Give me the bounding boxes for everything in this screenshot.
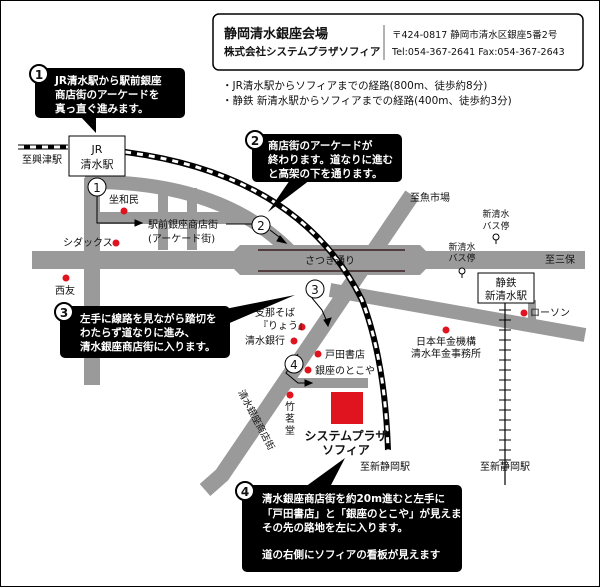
company-name: 株式会社システムプラザソフィア <box>224 45 381 58</box>
jr-railway <box>18 144 391 451</box>
svg-text:新清水: 新清水 <box>448 241 475 253</box>
landmark-toda-shoten: 戸田書店 <box>325 348 365 361</box>
jr-shimizu-station: JR 清水駅 <box>68 135 126 177</box>
landmark-seiyu: 西友 <box>55 284 75 297</box>
label-to-shinshizuoka: 至新静岡駅 <box>360 460 410 473</box>
callout-1: 1 JR清水駅から駅前銀座 商店街のアーケードを 真っ直ぐ進みます。 <box>29 64 185 133</box>
label-arcade-sub: (アーケード街) <box>148 232 215 245</box>
label-arcade: 駅前銀座商店街 <box>148 218 218 231</box>
svg-text:左手に線路を見ながら踏切を: 左手に線路を見ながら踏切を <box>79 312 217 325</box>
svg-text:堂: 堂 <box>285 425 295 437</box>
route-shizutetsu: ・静鉄 新清水駅からソフィアまでの経路(400m、徒歩約3分) <box>222 94 512 107</box>
callout-4: 4 清水銀座商店街を約20m進むと左手に 「戸田書店」と「銀座のとこや」が見えま… <box>235 458 481 572</box>
svg-text:静鉄: 静鉄 <box>496 276 517 289</box>
shizutetsu-shinshimizu-station: 静鉄 新清水駅 <box>477 272 535 304</box>
svg-text:終わります。道なりに進む: 終わります。道なりに進む <box>268 153 393 166</box>
svg-text:JR: JR <box>91 143 103 156</box>
label-to-uoichiba: 至魚市場 <box>410 191 450 204</box>
landmark-chikumeido: 竹 茗 堂 <box>285 400 295 437</box>
svg-text:清水銀座商店街を約20m進むと左手に: 清水銀座商店街を約20m進むと左手に <box>262 492 445 505</box>
destination-name-sub: ソフィア <box>322 443 370 457</box>
bus-stop-icon <box>458 267 466 275</box>
step-marker-3: 3 <box>305 279 325 299</box>
contact: Tel:054-367-2641 Fax:054-367-2643 <box>391 47 565 58</box>
venue-name: 静岡清水銀座会場 <box>224 26 328 42</box>
callout-2: 2 商店街のアーケードが 終わります。道なりに進む と高架の下を通ります。 <box>245 130 402 212</box>
svg-text:と高架の下を通ります。: と高架の下を通ります。 <box>268 167 382 180</box>
svg-text:商店街のアーケードが: 商店街のアーケードが <box>268 139 373 152</box>
svg-text:道の右側にソフィアの看板が見えます: 道の右側にソフィアの看板が見えます <box>262 548 440 561</box>
svg-text:「戸田書店」と「銀座のとこや」が見えます。: 「戸田書店」と「銀座のとこや」が見えます。 <box>262 507 481 520</box>
svg-text:JR清水駅から駅前銀座: JR清水駅から駅前銀座 <box>54 74 162 87</box>
step-marker-4: 4 <box>284 354 304 374</box>
svg-text:新清水: 新清水 <box>482 208 509 220</box>
svg-text:その先の路地を左に入ります。: その先の路地を左に入ります。 <box>262 521 408 534</box>
bus-stop-2: 新清水 バス停 <box>448 241 476 278</box>
landmark-ryou: 支那そば <box>255 307 295 319</box>
destination-name: システムプラザ <box>305 428 388 443</box>
shizutetsu-railway <box>499 300 511 485</box>
svg-text:バス停: バス停 <box>448 252 475 264</box>
callout-3: 3 左手に線路を見ながら踏切を わたらず道なりに進み、 清水銀座商店街に入ります… <box>54 295 295 358</box>
landmark-ryou-name: 『りょう』 <box>258 320 308 332</box>
bus-stop-1: 新清水 バス停 <box>482 208 510 244</box>
step-marker-1: 1 <box>87 177 107 197</box>
landmark-pension-office: 日本年金機構 <box>416 335 476 348</box>
address: 〒424-0817 静岡市清水区銀座5番2号 <box>392 29 557 41</box>
svg-text:清水銀座商店街に入ります。: 清水銀座商店街に入ります。 <box>80 340 215 353</box>
landmark-bank: 清水銀行 <box>245 334 285 347</box>
label-to-miho: 至三保 <box>545 253 575 266</box>
landmark-pension-office-sub: 清水年金事務所 <box>411 347 481 360</box>
destination-marker <box>331 392 363 424</box>
svg-text:新清水駅: 新清水駅 <box>485 289 527 302</box>
landmark-lawson: ローソン <box>530 308 570 319</box>
svg-text:4: 4 <box>241 485 249 499</box>
label-to-okitsu: 至興津駅 <box>22 154 62 166</box>
road-east <box>328 283 587 342</box>
svg-text:3: 3 <box>60 306 68 320</box>
svg-text:バス停: バス停 <box>482 220 509 232</box>
svg-text:1: 1 <box>35 68 43 82</box>
svg-text:3: 3 <box>311 283 319 297</box>
svg-text:清水駅: 清水駅 <box>81 158 114 171</box>
svg-text:商店街のアーケードを: 商店街のアーケードを <box>55 88 159 101</box>
header-box: 静岡清水銀座会場 株式会社システムプラザソフィア 〒424-0817 静岡市清水… <box>212 13 584 71</box>
svg-text:茗: 茗 <box>285 413 295 425</box>
route-jr: ・JR清水駅からソフィアまでの経路(800m、徒歩約8分) <box>222 79 487 92</box>
label-to-shinshizuoka: 至新静岡駅 <box>480 460 530 473</box>
bus-stop-icon <box>492 233 500 241</box>
label-satsuki-dori: さつき通り <box>305 255 355 267</box>
landmark-ginza-tokoya: 銀座のとこや <box>315 364 375 377</box>
step-marker-2: 2 <box>251 215 271 235</box>
road-satsuki-wide <box>225 245 435 275</box>
svg-text:2: 2 <box>251 134 259 148</box>
svg-text:2: 2 <box>257 219 265 233</box>
landmark-zawamin: 坐和民 <box>109 194 139 206</box>
road-arc <box>84 174 306 267</box>
svg-text:4: 4 <box>290 358 298 372</box>
svg-text:竹: 竹 <box>285 400 295 413</box>
landmark-shidax: シダックス <box>63 236 113 249</box>
svg-text:わたらず道なりに進み、: わたらず道なりに進み、 <box>80 326 195 339</box>
svg-text:1: 1 <box>93 181 101 195</box>
route-arrows <box>96 196 332 387</box>
landmark-dots <box>62 207 528 399</box>
svg-text:真っ直ぐ進みます。: 真っ直ぐ進みます。 <box>55 102 148 115</box>
road-arcade-cross <box>158 188 197 250</box>
